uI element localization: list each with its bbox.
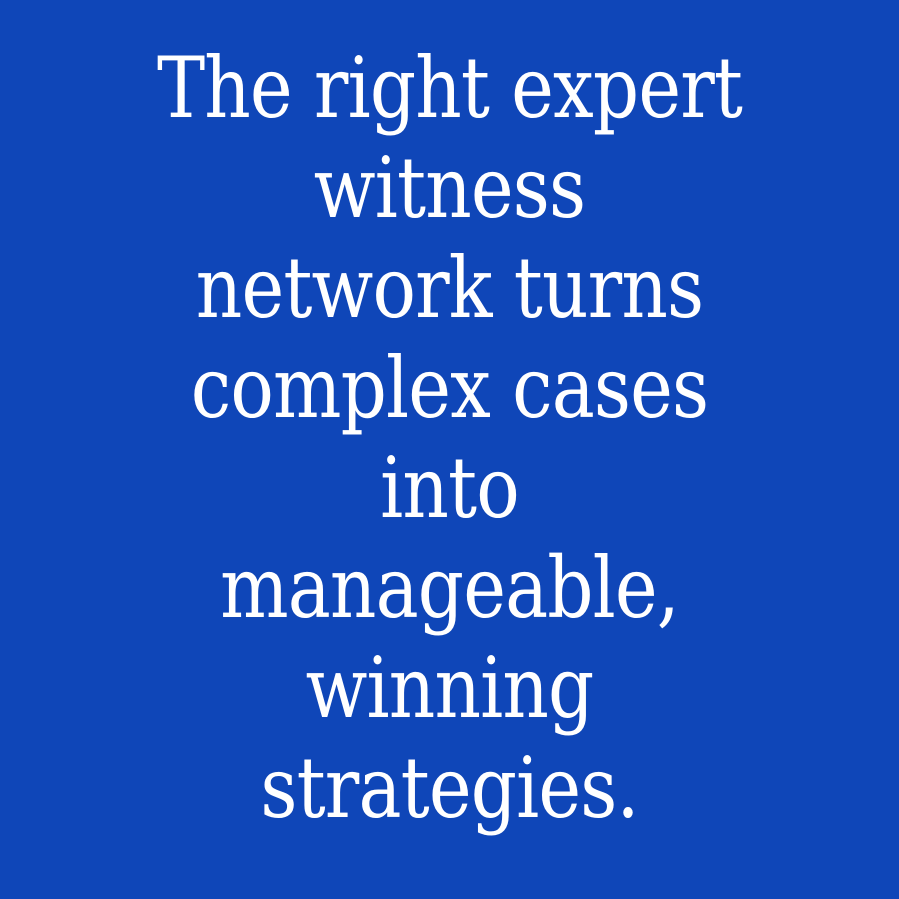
quote-text: The right expert witness network turns c… xyxy=(63,38,836,838)
quote-line-2: witness xyxy=(313,139,586,237)
quote-line-3: network turns xyxy=(195,239,704,337)
quote-line-8: strategies. xyxy=(260,739,639,837)
quote-line-1: The right expert xyxy=(156,39,743,137)
quote-line-4: complex cases xyxy=(190,339,709,437)
quote-line-5: into xyxy=(380,439,520,537)
quote-line-6: manageable, xyxy=(220,539,680,637)
quote-line-7: winning xyxy=(305,639,595,737)
